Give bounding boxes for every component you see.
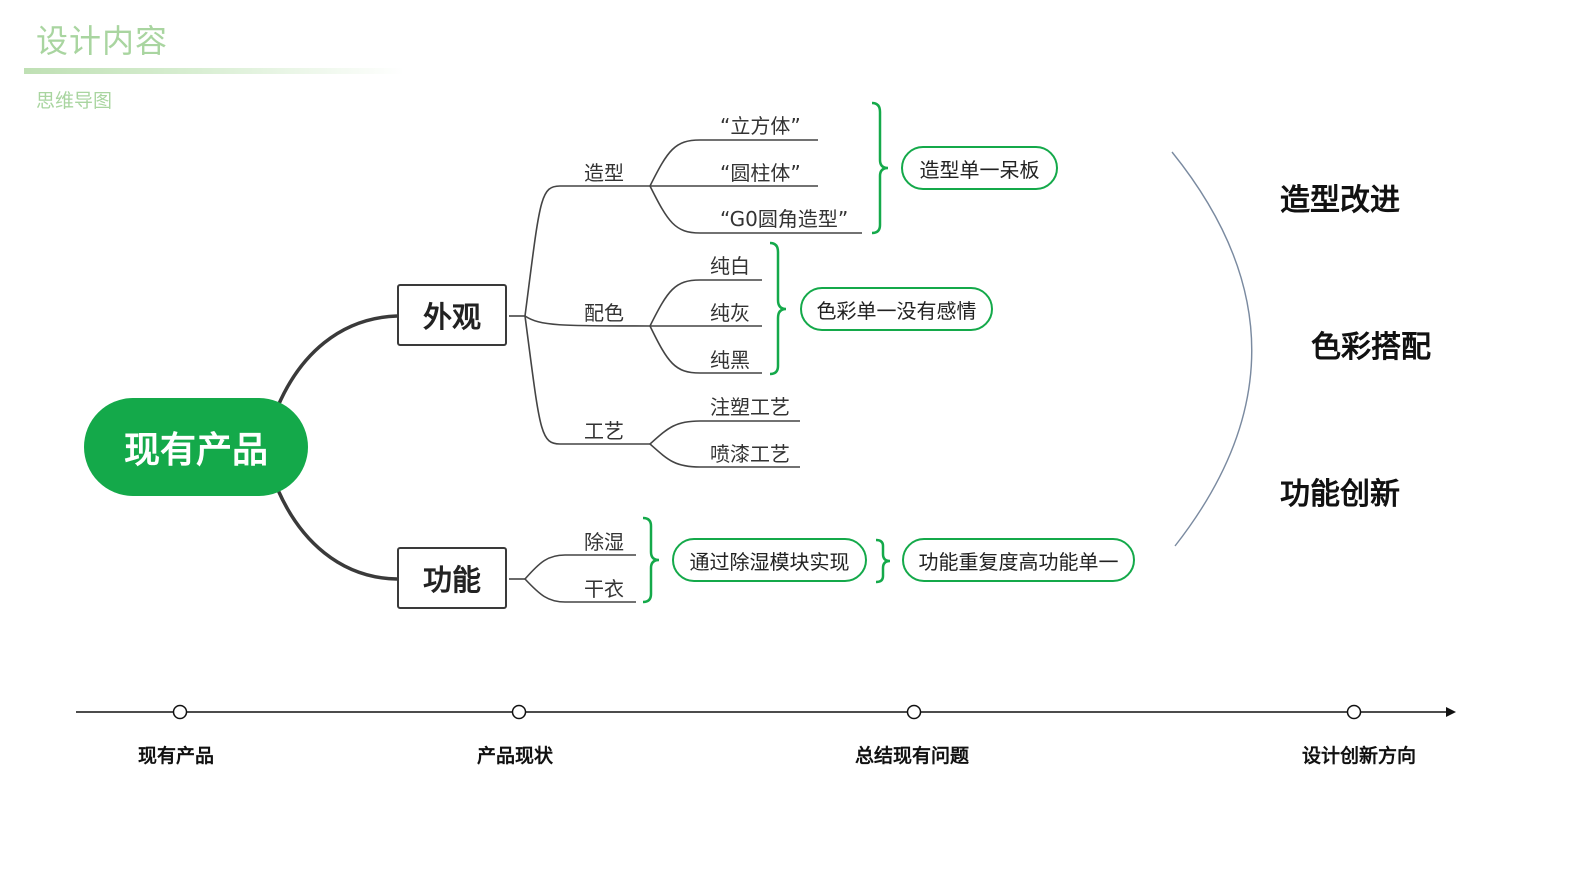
branch-appearance: 外观: [397, 284, 507, 346]
timeline-node-1: [172, 704, 188, 720]
timeline-label-1: 现有产品: [138, 745, 215, 767]
timeline-label-3: 总结现有问题: [855, 745, 970, 767]
connector-craft-items: [649, 420, 800, 468]
timeline-node-4: [1346, 704, 1362, 720]
direction-function: 功能创新: [1280, 477, 1400, 512]
leaf-shape-1: “立方体”: [720, 114, 801, 138]
leaf-color-2: 纯灰: [710, 301, 750, 325]
timeline-label-2: 产品现状: [477, 745, 554, 767]
category-craft: 工艺: [584, 419, 624, 443]
connector-appearance-categories: [509, 185, 651, 445]
conclusion-function: 功能重复度高功能单一: [902, 538, 1135, 582]
leaf-shape-2: “圆柱体”: [720, 161, 801, 185]
leaf-craft-1: 注塑工艺: [710, 395, 790, 419]
summary-function: 通过除湿模块实现: [672, 538, 867, 582]
title-underline: [24, 68, 404, 74]
direction-shape: 造型改进: [1280, 183, 1400, 218]
page-subtitle: 思维导图: [36, 90, 113, 112]
category-shape: 造型: [584, 161, 624, 185]
timeline-node-3: [906, 704, 922, 720]
direction-color: 色彩搭配: [1311, 330, 1431, 365]
branch-function: 功能: [397, 547, 507, 609]
connector-color-items: [649, 279, 762, 374]
summary-color: 色彩单一没有感情: [800, 287, 993, 331]
timeline-label-4: 设计创新方向: [1302, 745, 1417, 767]
page-title: 设计内容: [36, 22, 169, 60]
connector-root-function: [276, 489, 398, 581]
timeline-arrowhead: [1446, 707, 1456, 717]
connector-root-appearance: [276, 314, 398, 407]
leaf-function-1: 除湿: [584, 530, 624, 554]
category-color: 配色: [584, 301, 624, 325]
root-node: 现有产品: [84, 398, 308, 496]
leaf-color-3: 纯黑: [710, 348, 750, 372]
leaf-shape-3: “G0圆角造型”: [720, 207, 849, 231]
brace-function-summary: [875, 538, 891, 584]
summary-shape: 造型单一呆板: [901, 146, 1058, 190]
direction-arc: [1171, 151, 1253, 547]
brace-color: [769, 241, 787, 376]
leaf-craft-2: 喷漆工艺: [710, 442, 790, 466]
connector-shape-items: [649, 139, 862, 234]
leaf-color-1: 纯白: [710, 254, 750, 278]
brace-shape: [871, 101, 889, 235]
brace-function: [642, 516, 660, 604]
leaf-function-2: 干衣: [584, 577, 624, 601]
timeline-node-2: [511, 704, 527, 720]
connector-function-items: [509, 554, 636, 603]
